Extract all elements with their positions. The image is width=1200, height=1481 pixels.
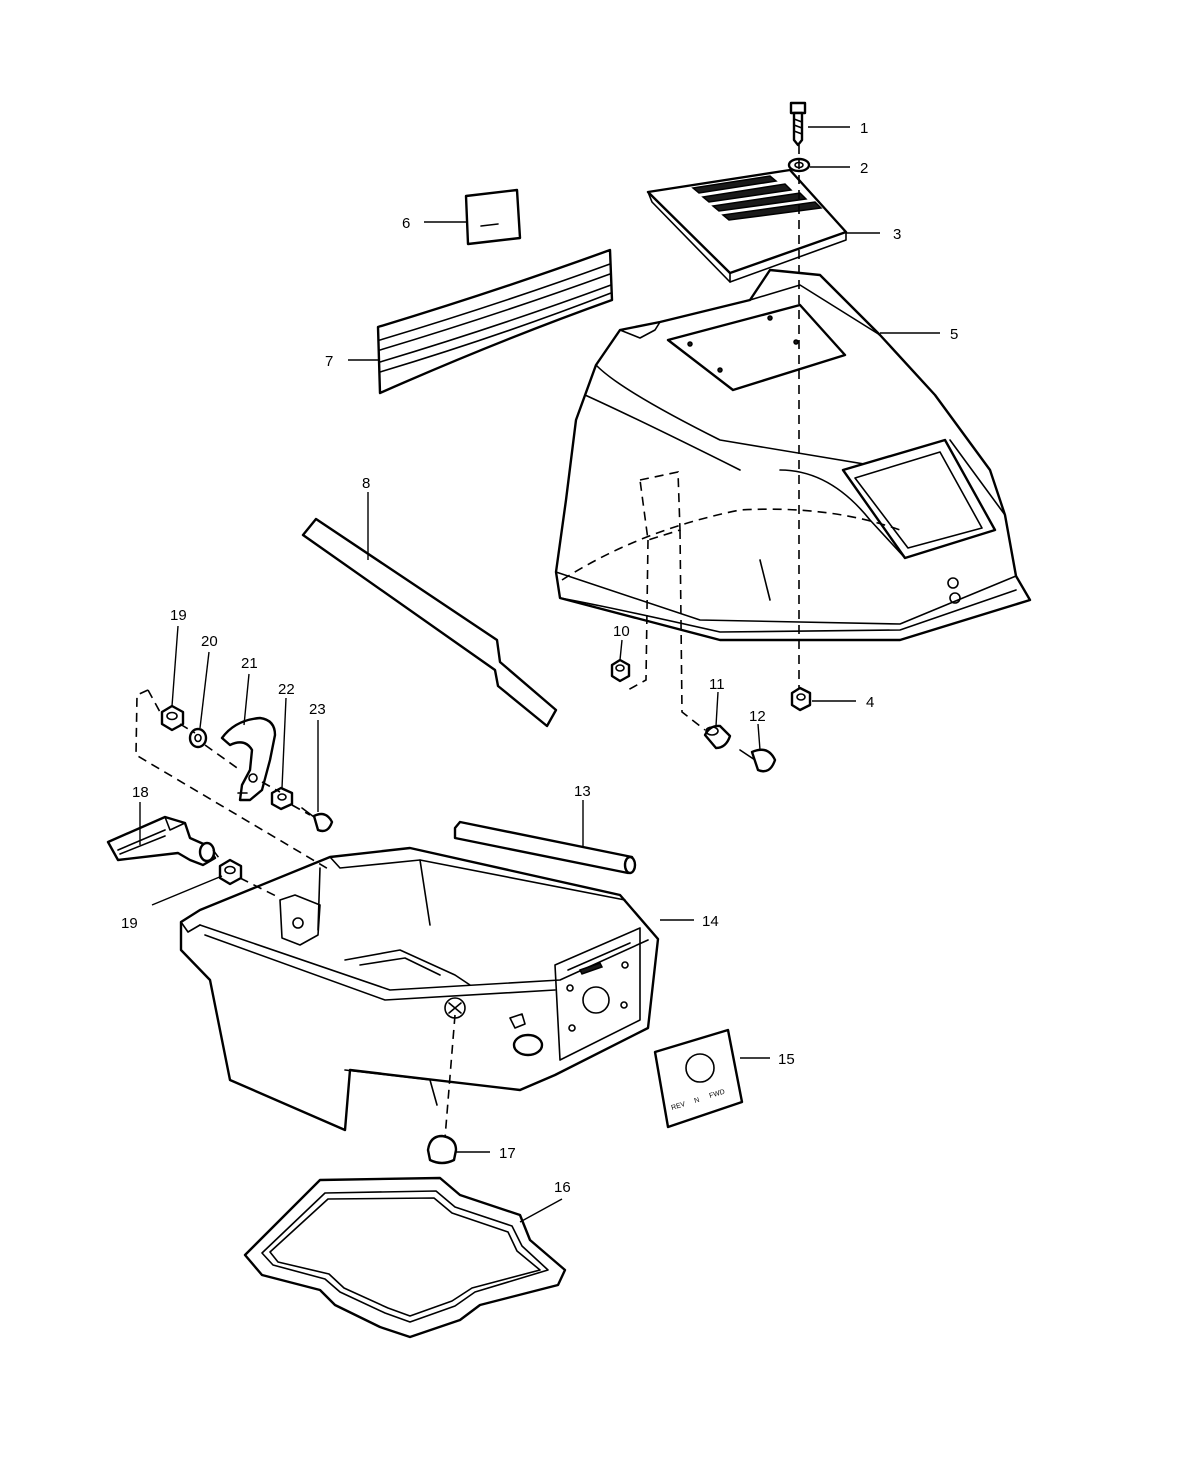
part-21-latch-hook (220, 716, 277, 802)
callout-1: 1 (860, 120, 868, 137)
decal-15-fwd-text: FWD (709, 1089, 726, 1100)
part-18-latch-lever (106, 815, 217, 867)
part-11-spacer (703, 724, 732, 750)
callout-15: 15 (778, 1051, 795, 1068)
callout-18: 18 (132, 784, 149, 801)
decal-15-rev-text: REV (671, 1101, 687, 1112)
leader-lines (139, 126, 940, 1223)
callout-23: 23 (309, 701, 326, 718)
part-12-screw (739, 748, 777, 773)
part-8-front-decal (301, 517, 558, 728)
part-16-gasket (243, 1176, 567, 1339)
callout-20: 20 (201, 633, 218, 650)
callout-3: 3 (893, 226, 901, 243)
callout-5: 5 (950, 326, 958, 343)
callout-4: 4 (866, 694, 874, 711)
callout-13: 13 (574, 783, 591, 800)
decal-15-neutral-text: N (694, 1097, 701, 1105)
alignment-line-latch-bracket (135, 689, 331, 871)
part-22-nut (270, 786, 294, 811)
part-19-nut-lower (218, 858, 243, 886)
callout-12: 12 (749, 708, 766, 725)
part-5-top-cowl (554, 268, 1032, 642)
callout-17: 17 (499, 1145, 516, 1162)
part-7-stripe-decal (376, 248, 614, 395)
part-14-bottom-cowl (179, 846, 660, 1132)
part-15-shift-decal: REV N FWD (653, 1028, 744, 1129)
callout-14: 14 (702, 913, 719, 930)
callout-7: 7 (325, 353, 333, 370)
callout-labels: 1 2 3 4 5 6 7 8 10 11 12 13 14 15 16 17 … (121, 120, 958, 1196)
alignment-line-17 (444, 1014, 456, 1139)
callout-8: 8 (362, 475, 370, 492)
part-4-nut (790, 686, 812, 712)
alignment-line-11 (679, 529, 706, 731)
part-19-nut-upper (160, 704, 185, 732)
part-17-plug (426, 1134, 458, 1165)
part-13-seal-strip (453, 820, 637, 875)
part-20-washer (188, 727, 208, 749)
callout-19-upper: 19 (170, 607, 187, 624)
alignment-line-latch-upper (147, 689, 311, 816)
callout-2: 2 (860, 160, 868, 177)
callout-21: 21 (241, 655, 258, 672)
callout-10: 10 (613, 623, 630, 640)
alignment-line-latch-lower (212, 849, 281, 899)
part-6-decal (464, 188, 522, 246)
callout-19-lower: 19 (121, 915, 138, 932)
part-3-vent-cover (646, 168, 848, 283)
part-23-bolt (301, 807, 334, 833)
part-10-nut (610, 658, 631, 683)
callout-22: 22 (278, 681, 295, 698)
alignment-line-10 (627, 539, 649, 691)
part-1-bolt (789, 101, 807, 147)
callout-11: 11 (709, 676, 725, 693)
callout-6: 6 (402, 215, 410, 232)
callout-16: 16 (554, 1179, 571, 1196)
